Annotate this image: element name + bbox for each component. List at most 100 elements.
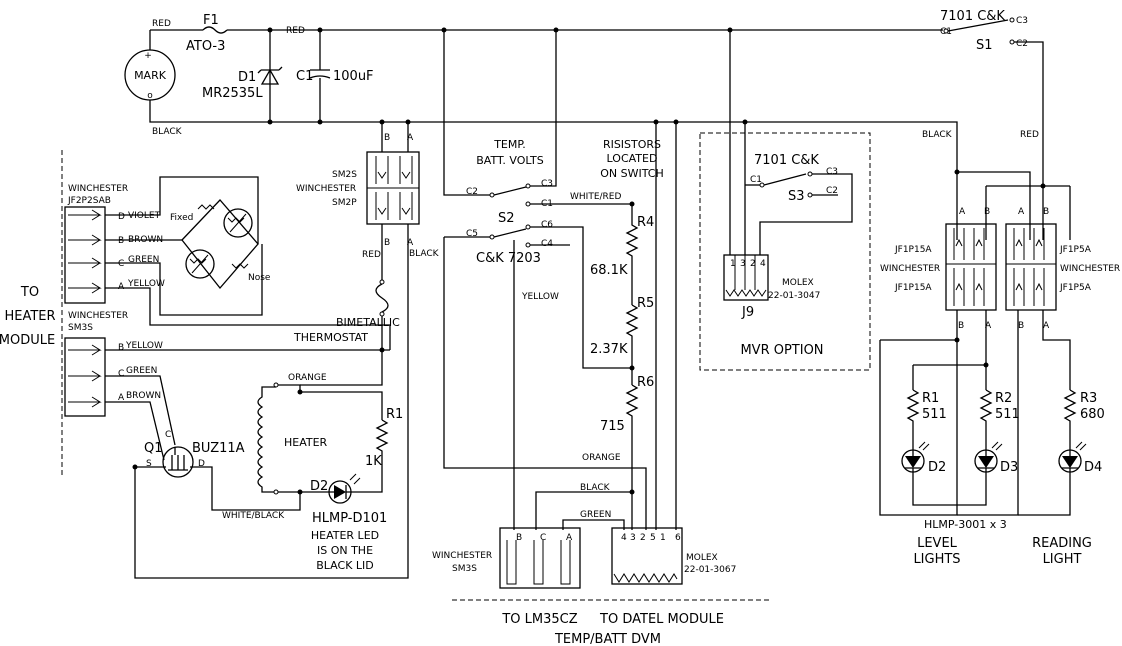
- diode-d1: [257, 30, 283, 122]
- sm2-pin-b: B: [384, 133, 390, 143]
- j9-pin-1: 1: [730, 259, 736, 269]
- bottom-pin-b: B: [516, 533, 522, 543]
- sm3s-left-label-2: SM3S: [68, 323, 93, 333]
- pin-a: A: [1043, 321, 1050, 331]
- jf1p15a-right-block: [1005, 223, 1057, 311]
- heater-led-note-3: BLACK LID: [316, 559, 374, 572]
- heater-led-note-2: IS ON THE: [317, 544, 373, 557]
- heater-led-note-1: HEATER LED: [311, 529, 379, 542]
- to-heater-1: TO: [20, 285, 39, 300]
- r2-label: R2: [995, 391, 1012, 406]
- molex-j9-part: 22-01-3047: [768, 291, 820, 301]
- red-wire-label-2: RED: [286, 26, 305, 36]
- r6-label: R6: [637, 375, 654, 390]
- r2-value: 511: [995, 407, 1020, 422]
- pin-a: A: [1018, 207, 1025, 217]
- q1-pin-s: S: [146, 459, 152, 469]
- pin-d: D: [118, 212, 125, 222]
- nose-label: Nose: [248, 273, 271, 283]
- r3-label: R3: [1080, 391, 1097, 406]
- bottom-sm3s-connector: [499, 527, 581, 589]
- cap-value: 100uF: [333, 69, 374, 84]
- j9-pin-4: 4: [760, 259, 766, 269]
- jf2p2sab-connector: [64, 206, 106, 304]
- switch-s3: [729, 30, 853, 255]
- s2-c5: C5: [466, 229, 478, 239]
- d4-label: D4: [1084, 460, 1102, 475]
- yellow-label-1: YELLOW: [127, 279, 165, 289]
- s2-c3: C3: [541, 179, 553, 189]
- molex-bottom-wiring: [443, 122, 677, 530]
- pin-b: B: [1018, 321, 1024, 331]
- d2-heater-label: D2: [310, 479, 328, 494]
- molex-pin-4: 4: [621, 533, 627, 543]
- pin-c: C: [118, 369, 124, 379]
- pin-a: A: [985, 321, 992, 331]
- sm2-wiring: [134, 122, 409, 579]
- green-label-1: GREEN: [128, 255, 159, 265]
- jf1p15a-label-2: JF1P15A: [894, 283, 932, 293]
- s3-part: 7101 C&K: [754, 153, 819, 168]
- mosfet-q1: [135, 446, 301, 511]
- yellow-label-3: YELLOW: [521, 292, 559, 302]
- switch-s1: [943, 17, 1044, 240]
- level-label-2: LIGHTS: [913, 552, 960, 567]
- pin-a: A: [118, 282, 125, 292]
- bottom-molex-part: 22-01-3067: [684, 565, 736, 575]
- sm2-winchester-label: WINCHESTER: [296, 184, 356, 194]
- white-black-label: WHITE/BLACK: [222, 511, 285, 521]
- resistor-r1-right: [906, 389, 920, 440]
- j9-label: J9: [741, 305, 754, 320]
- pin-b: B: [118, 343, 124, 353]
- sm2-connector: [366, 151, 420, 225]
- mark-battery: + o: [124, 49, 176, 101]
- r6-value: 715: [600, 419, 625, 434]
- hlmp3001-label: HLMP-3001 x 3: [924, 518, 1007, 531]
- j9-pin-2: 2: [750, 259, 756, 269]
- cap-label: C1: [296, 69, 313, 84]
- pin-a: A: [959, 207, 966, 217]
- bottom-pin-c: C: [540, 533, 546, 543]
- black-label-3: BLACK: [580, 483, 611, 493]
- r3-value: 680: [1080, 407, 1105, 422]
- pin-b: B: [1043, 207, 1049, 217]
- red-right-label: RED: [1020, 130, 1039, 140]
- jf1p5a-label: JF1P5A: [1059, 245, 1092, 255]
- red-sm2-label: RED: [362, 250, 381, 260]
- red-wire-label: RED: [152, 19, 171, 29]
- r4-label: R4: [637, 215, 654, 230]
- s2-label: S2: [498, 211, 515, 226]
- thermostat-label-2: THERMOSTAT: [293, 331, 368, 344]
- sm2-pin-a: A: [407, 133, 414, 143]
- r5-label: R5: [637, 296, 654, 311]
- q1-part: BUZ11A: [192, 441, 245, 456]
- jf1p15a-left-block: [945, 223, 997, 311]
- j9-pin-3: 3: [740, 259, 746, 269]
- led-d3: [974, 440, 1003, 480]
- s2-c2: C2: [466, 187, 478, 197]
- r1-heater-value: 1K: [365, 454, 382, 469]
- bottom-winchester-label: WINCHESTER: [432, 551, 492, 561]
- s1-c2: C2: [1016, 39, 1028, 49]
- led-d2-heater: [278, 473, 361, 504]
- led-d2: [901, 440, 930, 480]
- molex-pin-5: 5: [650, 533, 656, 543]
- reading-label-1: READING: [1032, 536, 1092, 551]
- r1-label: R1: [922, 391, 939, 406]
- bottom-sm3s-label: SM3S: [452, 564, 477, 574]
- reading-label-2: LIGHT: [1043, 552, 1082, 567]
- s1-c1: C1: [940, 27, 952, 37]
- pin-b: B: [958, 321, 964, 331]
- sm2-pin-b: B: [384, 238, 390, 248]
- s2-part: C&K 7203: [476, 251, 541, 266]
- fuse-label: F1: [203, 13, 219, 28]
- diode-label: D1: [238, 70, 256, 85]
- molex-j9: [723, 254, 769, 301]
- winchester-right-label: WINCHESTER: [1060, 264, 1120, 274]
- temp-batt-dvm-label: TEMP/BATT DVM: [554, 632, 661, 646]
- r5-value: 2.37K: [590, 342, 628, 357]
- diode-part: MR2535L: [202, 86, 263, 101]
- to-heater-2: HEATER: [4, 309, 55, 324]
- jf2p2sab-label-2: JF2P2SAB: [67, 196, 111, 206]
